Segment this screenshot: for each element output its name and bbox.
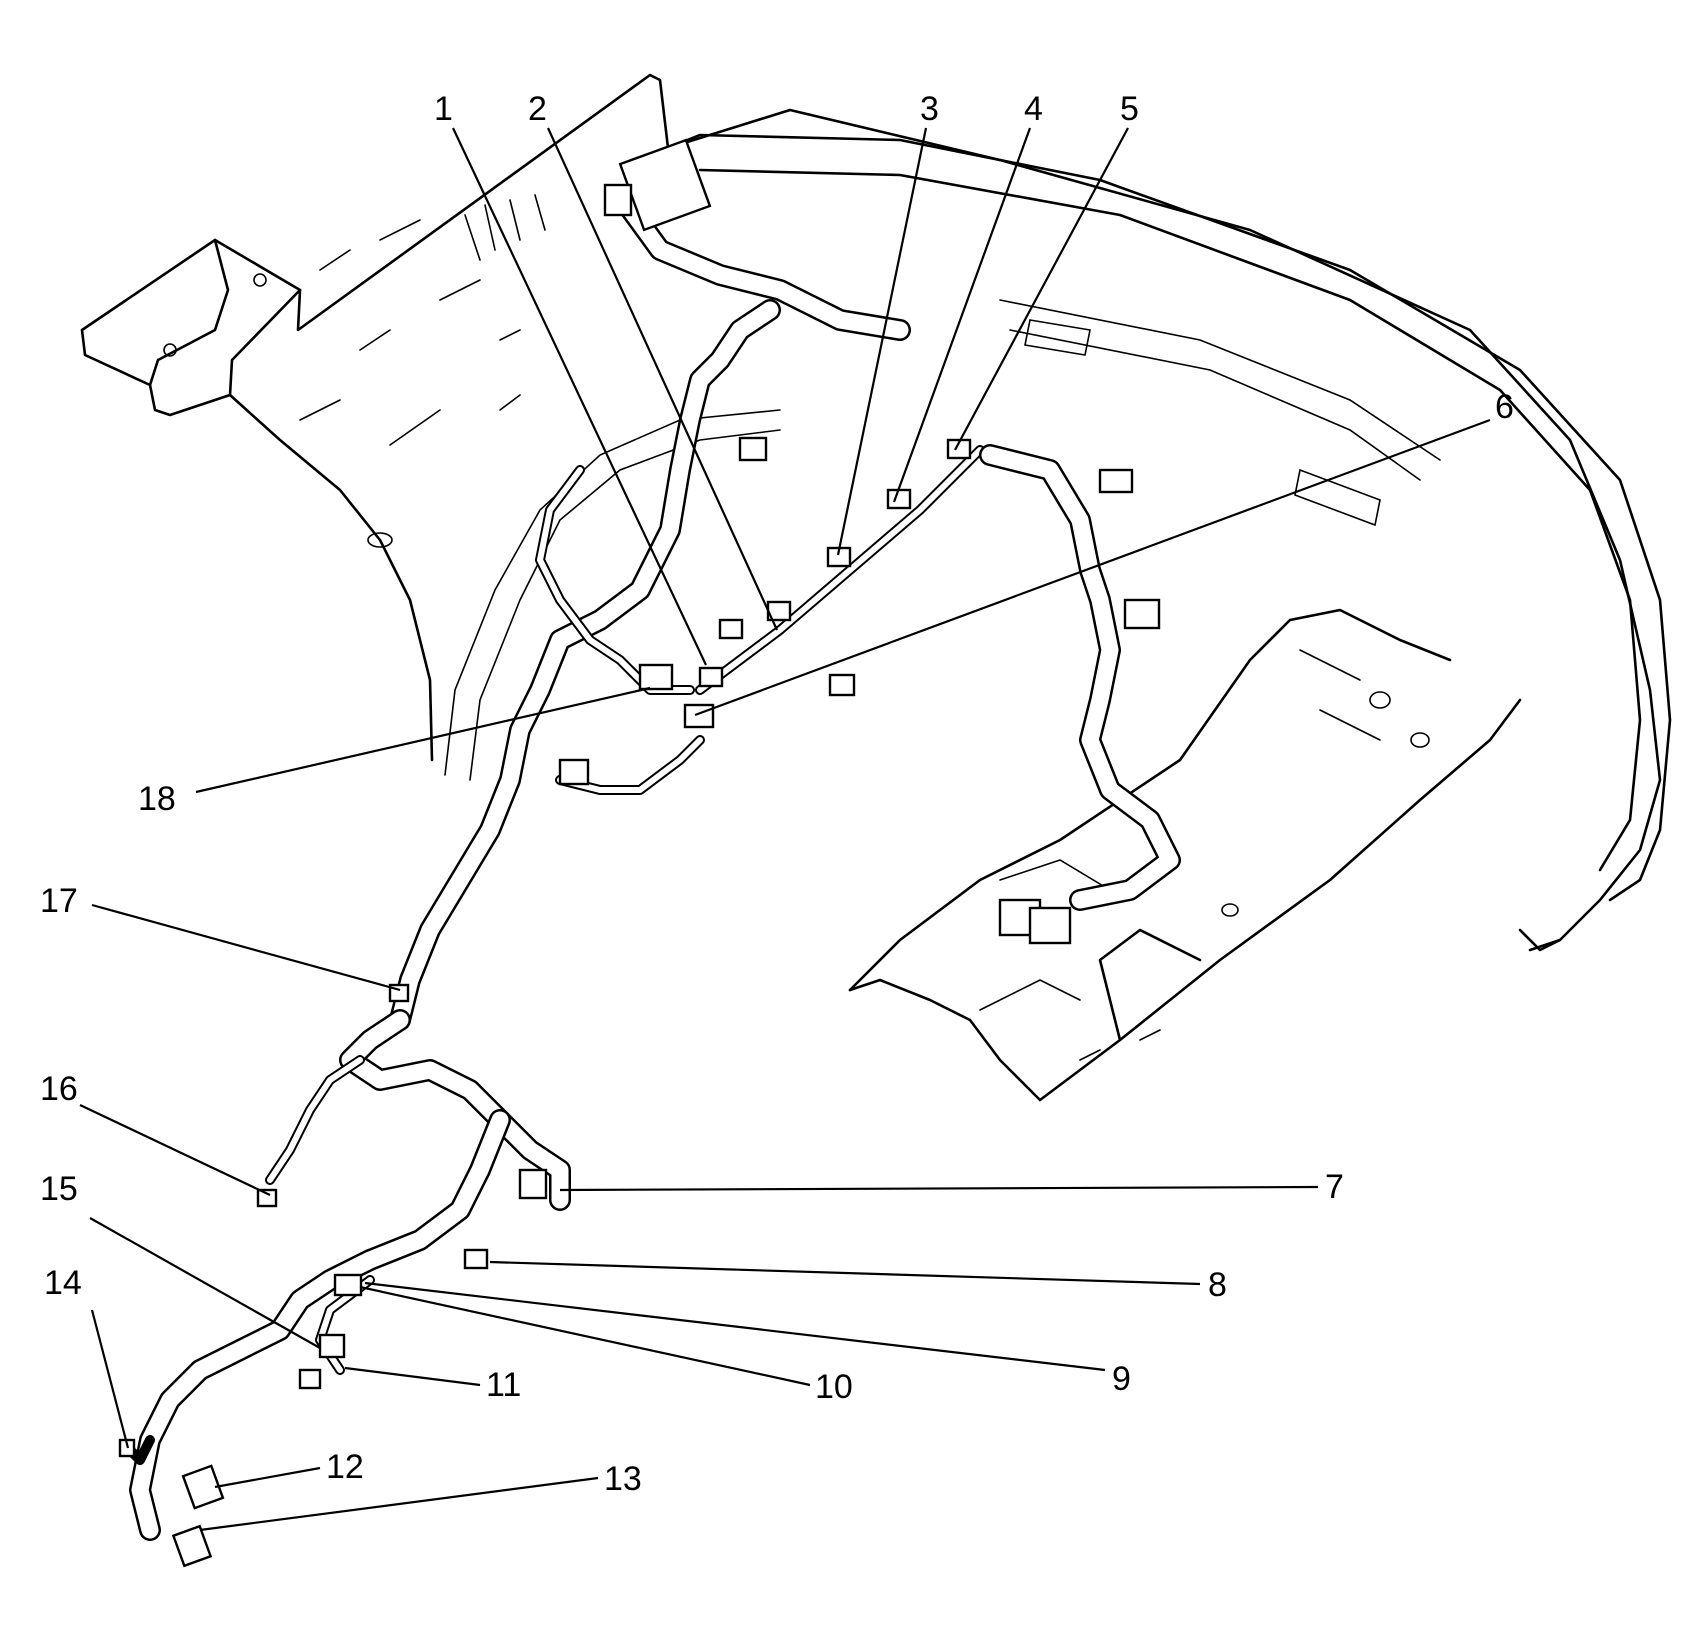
- leader-1: [452, 127, 707, 666]
- leader-11: [344, 1366, 481, 1387]
- leader-3: [836, 127, 928, 556]
- leader-13: [199, 1476, 599, 1532]
- callout-14: 14: [44, 1264, 82, 1302]
- leader-9: [364, 1281, 1106, 1372]
- leader-lines: [79, 127, 1491, 1532]
- callout-2: 2: [528, 90, 547, 128]
- callout-3: 3: [920, 90, 939, 128]
- leader-8: [489, 1260, 1201, 1286]
- callout-7: 7: [1325, 1168, 1344, 1206]
- leader-12: [214, 1466, 321, 1489]
- leader-7: [559, 1185, 1319, 1192]
- callout-8: 8: [1208, 1266, 1227, 1304]
- callout-13: 13: [604, 1460, 642, 1498]
- callout-16: 16: [40, 1070, 78, 1108]
- leader-5: [954, 127, 1129, 451]
- leader-16: [79, 1104, 271, 1196]
- leader-17: [91, 903, 401, 992]
- callout-5: 5: [1120, 90, 1139, 128]
- vehicle-body: [80, 73, 1672, 1102]
- callout-18: 18: [138, 780, 176, 818]
- connectors: [118, 138, 1161, 1568]
- callout-labels: 1 2 3 4 5 6 7 8 9 10 11 12 13 14 15 16 1…: [40, 90, 1514, 1498]
- leader-14: [90, 1309, 130, 1449]
- callout-1: 1: [434, 90, 453, 128]
- leader-18: [195, 686, 651, 794]
- leader-10: [359, 1285, 811, 1387]
- leader-6: [694, 418, 1491, 717]
- callout-15: 15: [40, 1170, 78, 1208]
- callout-17: 17: [40, 882, 78, 920]
- callout-11: 11: [486, 1366, 521, 1404]
- leader-4: [892, 127, 1032, 503]
- leader-15: [89, 1217, 321, 1349]
- callout-6: 6: [1495, 388, 1514, 426]
- callout-12: 12: [326, 1448, 364, 1486]
- callout-10: 10: [815, 1368, 853, 1406]
- leader-2: [546, 127, 779, 631]
- callout-4: 4: [1024, 90, 1043, 128]
- callout-9: 9: [1112, 1360, 1131, 1398]
